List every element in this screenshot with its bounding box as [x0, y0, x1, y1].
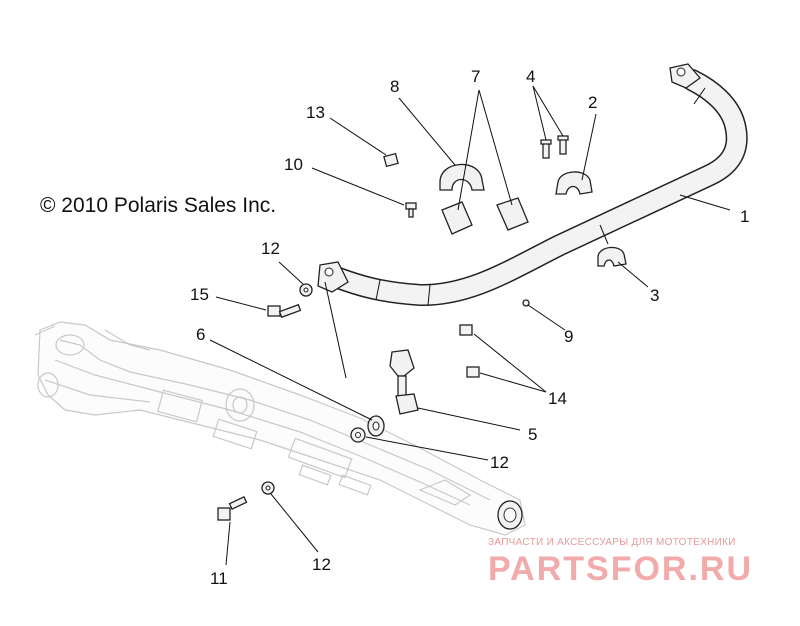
callout-1: 1 — [740, 207, 749, 226]
callout-7: 7 — [471, 67, 480, 86]
partsfor-watermark: ЗАПЧАСТИ И АКСЕССУАРЫ ДЛЯ МОТОТЕХНИКИ PA… — [488, 537, 753, 588]
callout-10: 10 — [284, 155, 303, 174]
watermark-tagline: ЗАПЧАСТИ И АКСЕССУАРЫ ДЛЯ МОТОТЕХНИКИ — [488, 537, 736, 548]
callout-14: 14 — [548, 389, 567, 408]
callout-12-top: 12 — [261, 239, 280, 258]
callout-13: 13 — [306, 103, 325, 122]
copyright-notice: © 2010 Polaris Sales Inc. — [40, 194, 276, 217]
callout-11: 11 — [210, 569, 228, 588]
trailing-arm-drawing — [34, 321, 526, 536]
callout-5: 5 — [528, 425, 537, 444]
callout-2: 2 — [588, 93, 597, 112]
callout-labels: 1 2 3 4 5 6 7 8 9 10 11 12 12 12 13 14 1… — [190, 67, 749, 588]
hardware-drawings — [217, 135, 627, 521]
callout-4: 4 — [526, 67, 535, 86]
callout-3: 3 — [650, 286, 659, 305]
callout-12-bottom: 12 — [312, 555, 331, 574]
callout-8: 8 — [390, 77, 399, 96]
leader-lines — [209, 85, 731, 566]
callout-9: 9 — [564, 327, 573, 346]
callout-6: 6 — [196, 325, 205, 344]
callout-15: 15 — [190, 285, 209, 304]
watermark-brand: PARTSFOR.RU — [488, 550, 753, 588]
stabilizer-bar-drawing — [317, 63, 748, 307]
callout-12-middle: 12 — [490, 453, 509, 472]
